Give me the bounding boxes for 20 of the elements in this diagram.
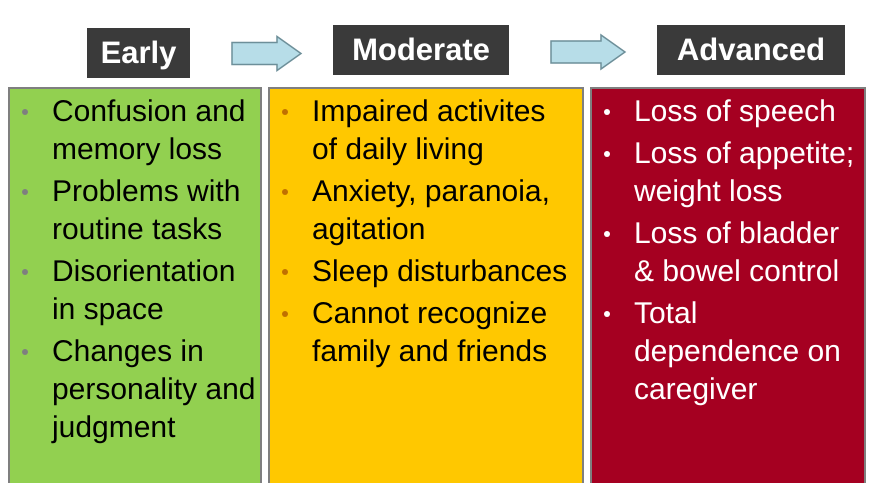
symptom-text: Changes in personality and judgment [52,335,256,444]
stage-panel [8,87,262,483]
symptom-text: Problems with routine tasks [52,175,240,246]
block-arrow [231,35,302,72]
symptom-text: Cannot recognize family and friends [312,297,548,368]
stage-panel [268,87,584,483]
symptom-text: Total dependence on caregiver [634,297,841,406]
symptom-text: Anxiety, paranoia, agitation [312,175,550,246]
stage-heading: Advanced [657,25,845,75]
stage-panel [590,87,866,483]
symptom-text: Confusion and memory loss [52,95,246,166]
symptom-text: Loss of bladder & bowel control [634,217,840,288]
symptom-text: Loss of speech [634,95,836,128]
symptom-text: Impaired activites of daily living [312,95,546,166]
stage-heading: Moderate [333,25,509,75]
symptom-text: Sleep disturbances [312,255,568,288]
symptom-text: Loss of appetite; weight loss [634,137,854,208]
symptom-text: Disorientation in space [52,255,236,326]
block-arrow [550,34,626,70]
stage-heading: Early [87,28,190,78]
